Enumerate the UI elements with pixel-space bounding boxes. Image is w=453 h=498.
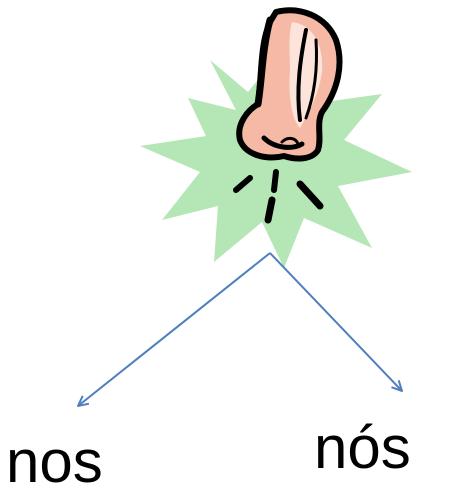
arrow-right [269, 252, 402, 391]
nose-icon [236, 7, 343, 162]
arrow-left [78, 252, 271, 406]
sniff-lines-icon [233, 169, 324, 224]
word-nos: nos [6, 428, 103, 495]
word-nos-accented: nós [314, 414, 411, 481]
